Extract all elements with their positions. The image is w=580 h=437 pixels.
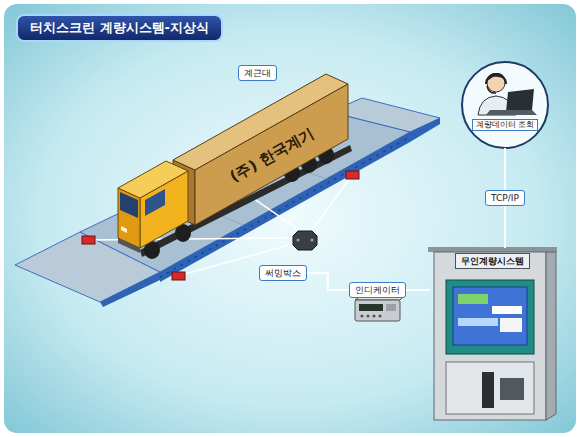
bolt (297, 239, 300, 242)
load-cell (172, 272, 185, 280)
trailer-side (195, 84, 348, 225)
headset-mic (487, 86, 496, 93)
indicator-display (359, 304, 383, 311)
title-text: 터치스크린 계량시스템-지상식 (30, 20, 209, 36)
screen-field (492, 306, 522, 314)
screen-field (458, 318, 498, 326)
printed-label: (주) 한국계기 (226, 124, 317, 186)
label-box: 인디케이터 (349, 282, 406, 298)
operator-circle: 계량데이터 조회 (462, 62, 548, 148)
headlight (121, 226, 127, 233)
edge-label-box: TCP/IP (485, 190, 525, 206)
node-text: 인디케이터 (355, 284, 400, 296)
kiosk-body (434, 252, 546, 420)
connector (406, 289, 431, 291)
side-window (145, 189, 165, 216)
ramp-right-side (410, 118, 440, 142)
bolt (311, 239, 314, 242)
headset (486, 74, 506, 84)
laptop-screen (506, 89, 534, 112)
kiosk-terminal: 무인계량시스템 (430, 248, 555, 420)
node-text: 계량데이터 조회 (472, 119, 538, 131)
label-box: 써밍박스 (259, 265, 307, 281)
kiosk-roof (428, 247, 557, 252)
loadcell-wire (250, 196, 302, 232)
screen-field (500, 318, 522, 332)
screen-button (458, 294, 488, 304)
edge-label-text: TCP/IP (491, 192, 519, 204)
node-text: 계근대 (244, 67, 271, 79)
summing-box-device (293, 231, 317, 250)
label-text: (주) 한국계기 (226, 124, 317, 186)
touch-screen (453, 287, 527, 345)
label-box: 계근대 (238, 65, 277, 81)
indicator-button (360, 314, 363, 317)
title-banner: 터치스크린 계량시스템-지상식 (16, 14, 223, 42)
screen-frame (446, 280, 534, 354)
load-cell (82, 236, 95, 244)
ramp-left-side (100, 272, 160, 307)
loadcell-wire (310, 175, 352, 233)
windshield (120, 192, 138, 218)
indicator-keys (386, 304, 396, 311)
cab-roof (118, 161, 188, 198)
ticket-slot (482, 372, 494, 408)
kiosk-side (546, 252, 556, 420)
node-text: 무인계량시스템 (455, 253, 530, 269)
node-text: 써밍박스 (265, 267, 301, 279)
indicator-device (355, 300, 400, 321)
indicator-button (366, 314, 369, 317)
indicator-button (372, 314, 375, 317)
laptop-base (486, 110, 537, 115)
background-panel (3, 3, 577, 434)
load-cell (346, 171, 359, 179)
bumper (118, 238, 140, 253)
connector (307, 273, 349, 290)
operator-circle-outline (462, 62, 548, 148)
card-reader (500, 378, 524, 400)
kiosk-lower-panel (446, 362, 534, 414)
indicator-button (378, 314, 381, 317)
